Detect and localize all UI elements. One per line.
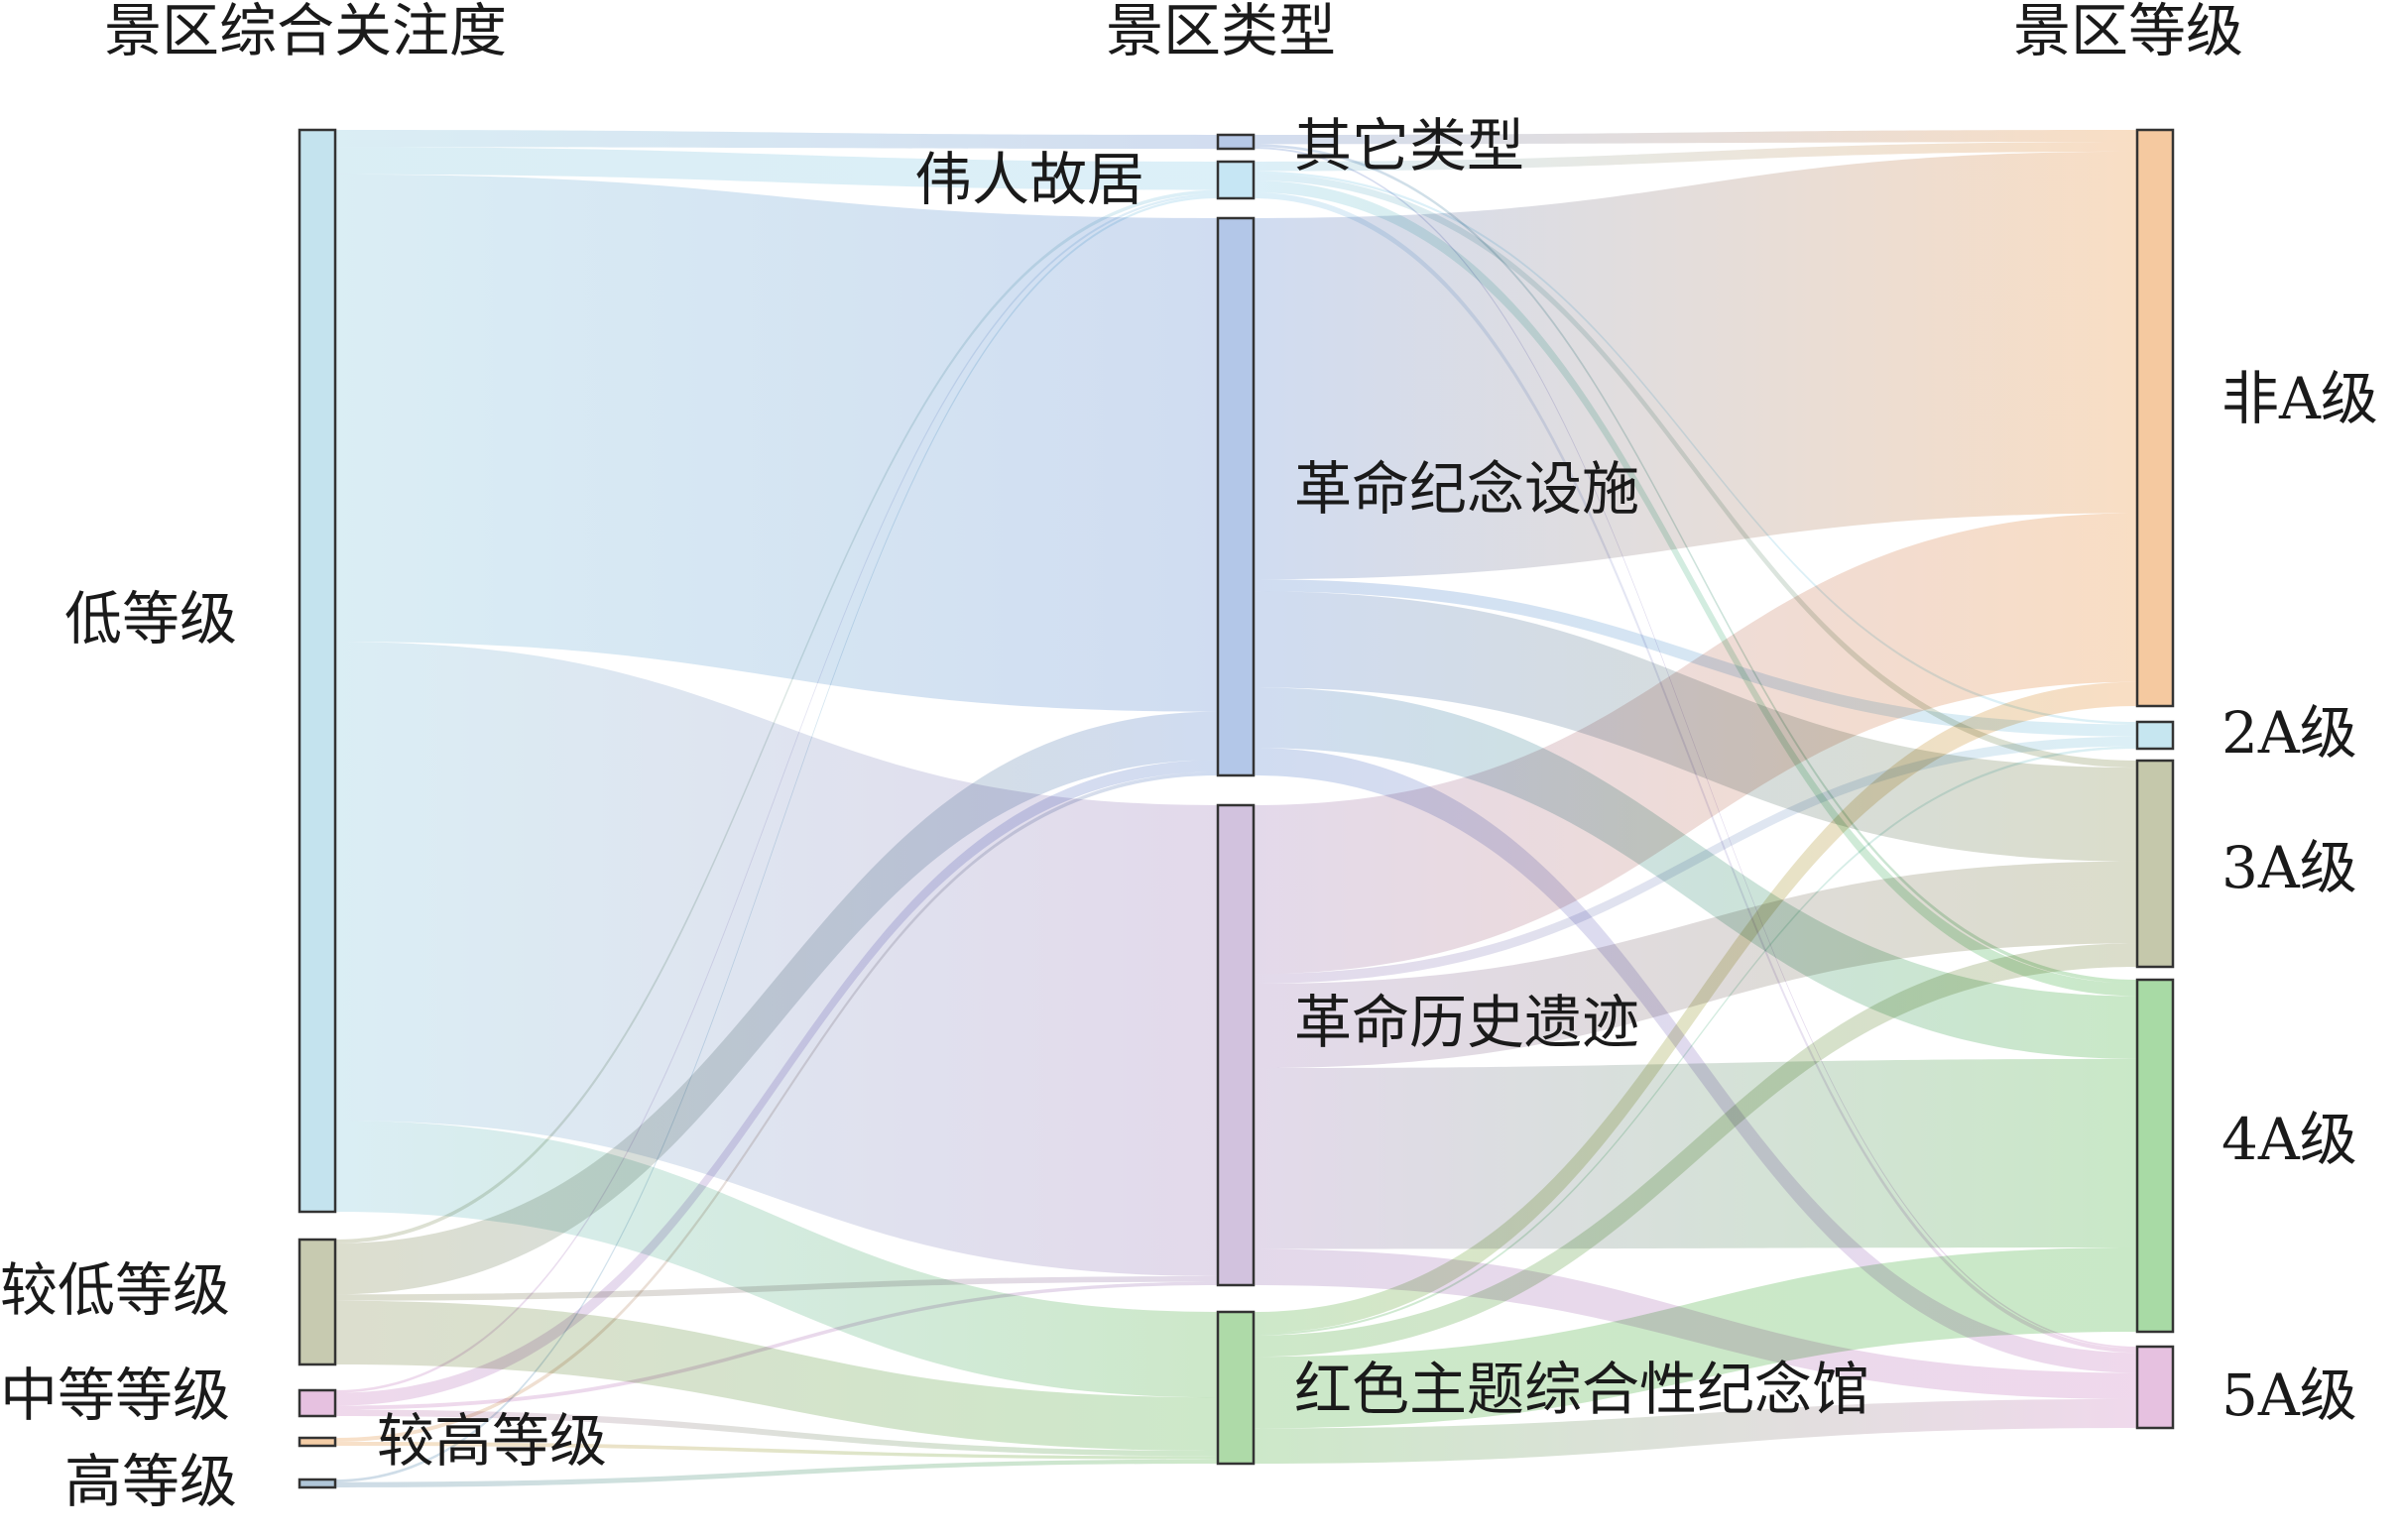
link-other-nonA (1254, 130, 2137, 145)
label-other: 其它类型 (1294, 112, 1525, 179)
node-memfac (1216, 216, 1256, 777)
label-nonA: 非A级 (2221, 365, 2378, 432)
label-histsite: 革命历史遗迹 (1294, 989, 1640, 1056)
node-a4 (2135, 978, 2175, 1334)
node-histsite (1216, 803, 1256, 1287)
label-a3: 3A级 (2221, 834, 2357, 901)
node-mid (298, 1388, 337, 1418)
link-midlow-former (335, 189, 1218, 1244)
link-high-redhall (335, 1459, 1218, 1487)
link-histsite-a3 (1254, 861, 2137, 1069)
node-a2 (2135, 720, 2175, 751)
link-low-former (335, 147, 1218, 190)
label-midhigh: 较高等级 (377, 1407, 608, 1475)
link-former-a4 (1254, 180, 2137, 997)
node-a3 (2135, 759, 2175, 969)
link-high-former (335, 195, 1218, 1482)
node-low (298, 128, 337, 1214)
sankey-links (335, 130, 2137, 1487)
link-other-a4 (1254, 144, 2137, 984)
label-redhall: 红色主题综合性纪念馆 (1294, 1356, 1870, 1423)
node-nonA (2135, 128, 2175, 708)
link-mid-redhall (335, 1409, 1218, 1457)
link-histsite-a2 (1254, 736, 2137, 984)
link-low-memfac (335, 174, 1218, 712)
link-memfac-a2 (1254, 579, 2137, 737)
node-other (1216, 133, 1256, 151)
label-mid: 中等等级 (0, 1362, 231, 1429)
label-a4: 4A级 (2221, 1106, 2357, 1173)
node-high (298, 1478, 337, 1489)
header-grade: 景区等级 (2013, 0, 2244, 64)
link-mid-memfac (335, 760, 1218, 1406)
link-former-nonA (1254, 142, 2137, 172)
node-former (1216, 160, 1256, 200)
sankey-nodes (298, 128, 2175, 1489)
node-redhall (1216, 1310, 1256, 1466)
label-low: 低等级 (64, 585, 238, 652)
node-a5 (2135, 1345, 2175, 1430)
link-histsite-nonA (1254, 513, 2137, 975)
label-a5: 5A级 (2221, 1362, 2357, 1429)
link-mid-former (335, 193, 1218, 1393)
link-memfac-a5 (1254, 748, 2137, 1373)
node-midlow (298, 1238, 337, 1366)
link-midlow-memfac (335, 711, 1218, 1295)
label-former: 伟人故居 (914, 146, 1145, 213)
link-low-other (335, 130, 1218, 149)
link-redhall-a3 (1254, 943, 2137, 1358)
link-memfac-nonA (1254, 151, 2137, 580)
label-memfac: 革命纪念设施 (1294, 455, 1640, 523)
link-redhall-nonA (1254, 681, 2137, 1334)
link-redhall-a4 (1254, 1247, 2137, 1429)
node-midhigh (298, 1436, 337, 1448)
link-midlow-histsite (335, 1275, 1218, 1301)
label-midlow: 较低等级 (0, 1256, 231, 1324)
header-type: 景区类型 (1106, 0, 1337, 64)
link-redhall-a2 (1254, 746, 2137, 1336)
link-redhall-a5 (1254, 1398, 2137, 1464)
link-midhigh-memfac (335, 771, 1218, 1442)
link-mid-histsite (335, 1281, 1218, 1410)
header-attention: 景区综合关注度 (104, 0, 508, 64)
label-high: 高等级 (64, 1448, 238, 1515)
link-midhigh-redhall (335, 1442, 1218, 1460)
label-a2: 2A级 (2221, 699, 2357, 767)
